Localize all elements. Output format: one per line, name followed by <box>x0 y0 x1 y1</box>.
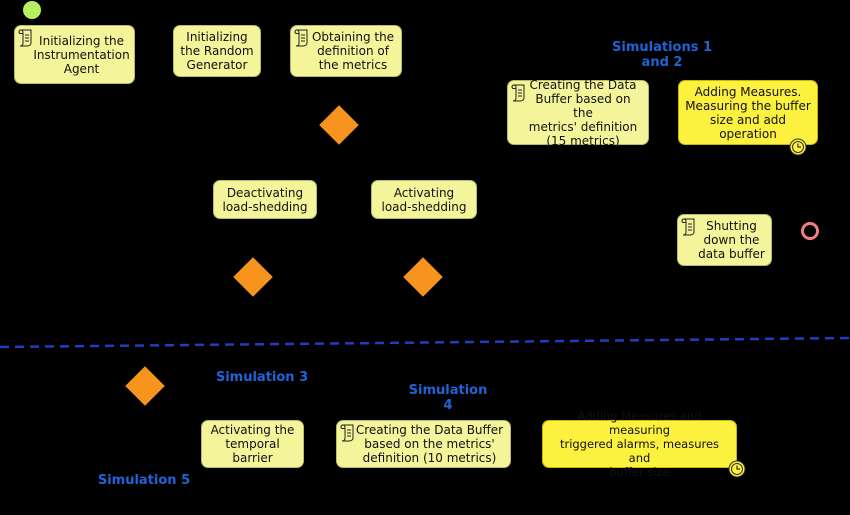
node-obtaining-definition[interactable]: Obtaining the definition of the metrics <box>290 25 402 77</box>
decision-diamond-1 <box>319 105 359 145</box>
decision-diamond-4 <box>125 366 165 406</box>
node-label: Obtaining the definition of the metrics <box>311 30 395 72</box>
decision-diamond-2 <box>233 257 273 297</box>
decision-diamond-3 <box>403 257 443 297</box>
label-simulation-5: Simulation 5 <box>97 473 191 488</box>
label-simulations-1-2: Simulations 1 and 2 <box>612 40 713 70</box>
node-creating-buffer-15[interactable]: Creating the Data Buffer based on the me… <box>507 77 649 148</box>
node-creating-buffer-10[interactable]: Creating the Data Buffer based on the me… <box>336 420 511 468</box>
timer-icon <box>789 138 807 156</box>
document-icon <box>681 218 695 236</box>
node-label: Activating the temporal barrier <box>210 423 295 465</box>
node-label: Initializing the Random Generator <box>180 30 254 72</box>
document-icon <box>511 84 525 102</box>
node-activating-temporal-barrier[interactable]: Activating the temporal barrier <box>201 420 304 468</box>
node-deactivating-load-shedding[interactable]: Deactivating load-shedding <box>213 180 317 219</box>
document-icon <box>18 29 32 47</box>
node-initializing-agent[interactable]: Initializing the Instrumentation Agent <box>14 25 135 84</box>
node-adding-measures-1[interactable]: Adding Measures. Measuring the buffer si… <box>678 80 818 145</box>
node-label: Shutting down the data buffer <box>698 219 765 261</box>
node-initializing-random[interactable]: Initializing the Random Generator <box>173 25 261 77</box>
simulation-separator <box>0 336 850 349</box>
document-icon <box>294 29 308 47</box>
timer-icon <box>728 460 746 478</box>
node-label: Activating load-shedding <box>381 185 467 214</box>
node-shutting-down-buffer[interactable]: Shutting down the data buffer <box>677 214 772 266</box>
node-label: Deactivating load-shedding <box>222 185 308 214</box>
start-node <box>23 1 41 19</box>
node-adding-measures-2[interactable]: Adding Measures and measuring triggered … <box>542 409 737 479</box>
node-label: Initializing the Instrumentation Agent <box>33 33 130 76</box>
node-label: Adding Measures and measuring triggered … <box>559 409 720 479</box>
node-activating-load-shedding[interactable]: Activating load-shedding <box>371 180 477 219</box>
node-label: Adding Measures. Measuring the buffer si… <box>685 84 811 141</box>
node-label: Creating the Data Buffer based on the me… <box>528 77 638 148</box>
label-simulation-4: Simulation 4 <box>408 383 488 413</box>
label-simulation-3: Simulation 3 <box>215 370 309 385</box>
final-node <box>801 222 819 240</box>
document-icon <box>340 424 354 442</box>
node-label: Creating the Data Buffer based on the me… <box>355 423 504 465</box>
